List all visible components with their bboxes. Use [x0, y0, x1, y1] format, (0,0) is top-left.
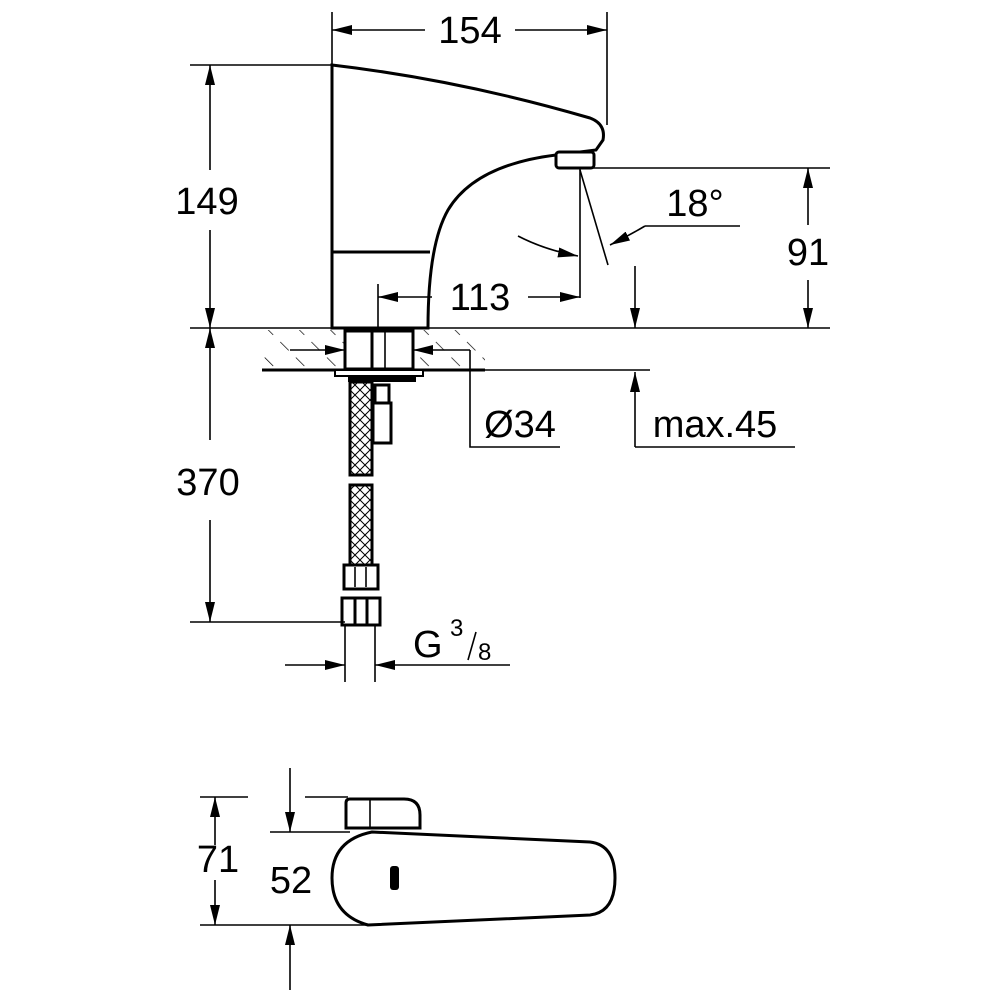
faucet-elevation: [330, 63, 605, 330]
thread-denominator: 8: [478, 639, 491, 666]
dim-71-label: 71: [197, 839, 239, 881]
dim-52-label: 52: [270, 860, 312, 902]
dim-max45-label: max.45: [653, 404, 778, 446]
brand-logo: [390, 866, 399, 890]
dim-154: 154: [331, 10, 608, 125]
dim-91-label: 91: [787, 232, 829, 274]
countertop-section: [190, 327, 830, 382]
dim-diameter-34: Ø34: [290, 345, 560, 448]
dim-113: 113: [377, 277, 580, 328]
dim-91: 91: [580, 167, 830, 328]
dim-149: 149: [175, 64, 332, 328]
dim-370: 370: [176, 328, 345, 623]
thread-g-label: G: [413, 624, 443, 666]
dim-18-label: 18°: [666, 183, 723, 225]
dim-113-label: 113: [450, 277, 511, 319]
dim-18-degree: 18°: [517, 168, 740, 298]
dim-thread: G 3 8: [285, 615, 510, 670]
dim-370-label: 370: [176, 462, 239, 504]
aerator: [554, 150, 596, 170]
dim-149-label: 149: [175, 181, 238, 223]
thread-numerator: 3: [450, 615, 463, 642]
dim-max45: max.45: [630, 266, 795, 448]
supply-hose: [340, 380, 393, 682]
dim-34-label: Ø34: [484, 404, 556, 446]
faucet-plan-view: 71 52: [197, 768, 617, 990]
dim-154-label: 154: [438, 10, 501, 52]
